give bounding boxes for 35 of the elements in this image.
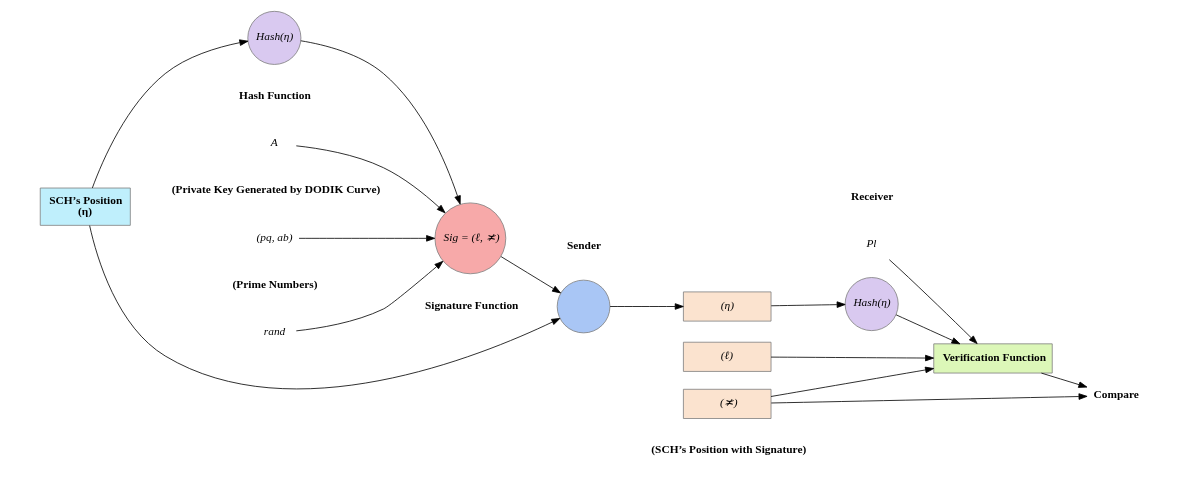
arrow (609, 303, 684, 310)
arrow (770, 301, 846, 308)
arrow (295, 145, 446, 214)
node-text: A (270, 136, 278, 149)
arrow (500, 256, 561, 294)
node-text: Pl (866, 237, 877, 250)
node-text: Compare (1093, 387, 1139, 400)
node-circle: Hash(η) (844, 277, 899, 332)
arrow (770, 393, 1088, 404)
label: Sender (566, 239, 602, 252)
arrow (89, 225, 561, 390)
arrow (895, 314, 961, 345)
node-box: (≭) (683, 388, 772, 419)
node-box: (η) (683, 291, 772, 322)
label: Receiver (850, 189, 894, 202)
arrow (888, 259, 978, 344)
arrow (91, 39, 249, 189)
node-label: (Private Key Generated by DODIK Curve) (171, 183, 381, 196)
arrow (1041, 372, 1088, 388)
node-text: (pq, ab) (256, 230, 293, 243)
node-label: (SCH’s Position with Signature) (651, 443, 807, 456)
node-box: SCH’s Position (η) (39, 187, 131, 226)
arrow (295, 260, 444, 332)
arrow (770, 366, 935, 397)
node-circle: Hash(η) (247, 10, 302, 65)
node-text: rand (263, 324, 286, 337)
node-box: (ℓ) (683, 341, 772, 372)
node-label: Hash Function (239, 89, 311, 102)
arrow (300, 40, 461, 205)
arrow (298, 235, 436, 242)
node-label: (Prime Numbers) (232, 277, 318, 290)
arrow (770, 354, 935, 362)
node-box: Verification Function (933, 343, 1053, 374)
node-label: Signature Function (424, 298, 519, 311)
node-circle (556, 279, 611, 334)
